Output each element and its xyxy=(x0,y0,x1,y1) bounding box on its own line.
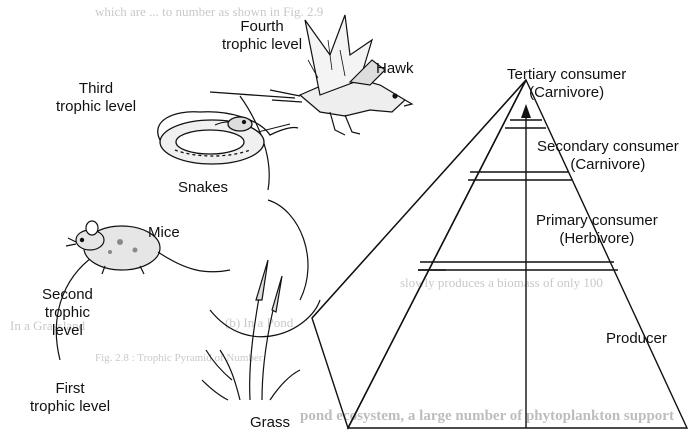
second-trophic-level-label: Second trophic level xyxy=(42,286,93,340)
third-trophic-level-line2: trophic level xyxy=(56,98,136,116)
primary-consumer-line1: Primary consumer xyxy=(536,212,658,230)
tertiary-consumer-label: Tertiary consumer (Carnivore) xyxy=(507,66,626,102)
fourth-trophic-level-line2: trophic level xyxy=(222,36,302,54)
secondary-consumer-label: Secondary consumer (Carnivore) xyxy=(537,138,679,174)
secondary-consumer-line2: (Carnivore) xyxy=(537,156,679,174)
hawk-label: Hawk xyxy=(376,60,414,78)
first-trophic-level-label: First trophic level xyxy=(30,380,110,416)
snakes-label: Snakes xyxy=(178,179,228,197)
second-trophic-level-line1: Second xyxy=(42,286,93,304)
grass-illustration xyxy=(202,260,300,400)
secondary-consumer-line1: Secondary consumer xyxy=(537,138,679,156)
primary-consumer-line2: (Herbivore) xyxy=(536,230,658,248)
first-trophic-level-line2: trophic level xyxy=(30,398,110,416)
tertiary-consumer-line1: Tertiary consumer xyxy=(507,66,626,84)
third-trophic-level-label: Third trophic level xyxy=(56,80,136,116)
snake-illustration xyxy=(158,112,298,164)
second-trophic-level-line3: level xyxy=(42,322,93,340)
energy-flow-arrow xyxy=(521,104,531,428)
mice-label: Mice xyxy=(148,224,180,242)
tertiary-consumer-line2: (Carnivore) xyxy=(507,84,626,102)
trophic-pyramid xyxy=(312,80,687,428)
primary-consumer-label: Primary consumer (Herbivore) xyxy=(536,212,658,248)
grass-label: Grass xyxy=(250,414,290,432)
first-trophic-level-line1: First xyxy=(30,380,110,398)
fourth-trophic-level-label: Fourth trophic level xyxy=(222,18,302,54)
third-trophic-level-line1: Third xyxy=(56,80,136,98)
producer-label: Producer xyxy=(606,330,667,348)
second-trophic-level-line2: trophic xyxy=(42,304,93,322)
fourth-trophic-level-line1: Fourth xyxy=(222,18,302,36)
